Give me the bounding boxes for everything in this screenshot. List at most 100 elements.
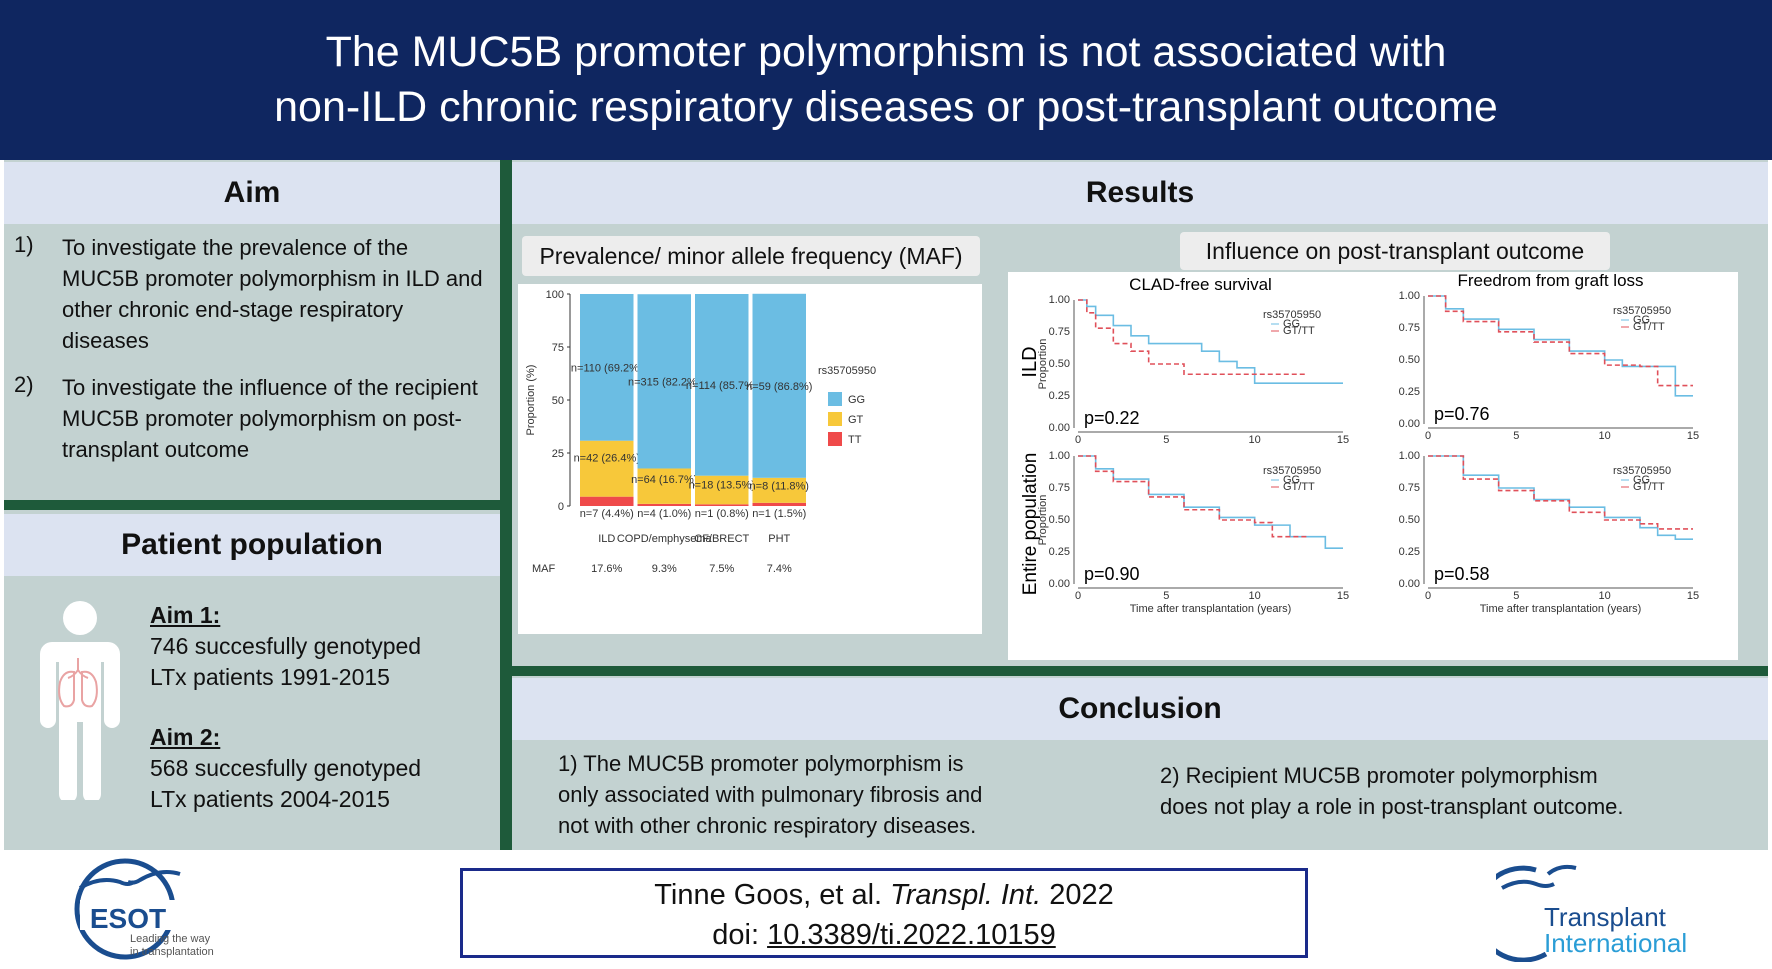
maf-value: 7.4%: [767, 563, 792, 575]
y-tick-label: 100: [546, 289, 564, 301]
km-title: CLAD-free survival: [1129, 275, 1272, 294]
km-x-tick-label: 10: [1249, 434, 1261, 446]
conclusion-line: 2) Recipient MUC5B promoter polymorphism: [1160, 763, 1598, 788]
doi-label: doi:: [712, 919, 768, 951]
bar-data-label: n=1 (0.8%): [695, 508, 749, 520]
km-y-tick-label: 0.75: [1399, 322, 1420, 334]
km-x-tick-label: 15: [1687, 590, 1699, 602]
bar-data-label: n=4 (1.0%): [637, 508, 691, 520]
section-divider: [512, 666, 1768, 676]
citation-line: Tinne Goos, et al. Transpl. Int. 2022: [463, 875, 1305, 915]
results-heading: Results: [512, 162, 1768, 224]
outcome-subtitle: Influence on post-transplant outcome: [1180, 232, 1610, 270]
km-x-tick-label: 0: [1075, 434, 1081, 446]
header-banner: The MUC5B promoter polymorphism is not a…: [0, 0, 1772, 160]
aim-item-number: 2): [14, 372, 34, 397]
aim-list: 1) To investigate the prevalence of the …: [4, 230, 494, 498]
transplant-international-logo: Transplant International: [1474, 858, 1726, 963]
population-aim2: Aim 2: 568 succesfully genotyped LTx pat…: [150, 722, 490, 815]
citation-authors: Tinne Goos, et al.: [654, 879, 891, 911]
x-tick-label: ILD: [598, 533, 615, 545]
bar-tt: [695, 504, 749, 506]
y-tick-label: 25: [552, 448, 564, 460]
km-curve-gttt: [1428, 455, 1693, 530]
legend-swatch: [828, 432, 842, 446]
bar-data-label: n=42 (26.4%): [574, 452, 640, 464]
row-label-ild: ILD: [1019, 346, 1041, 377]
conclusion-line: not with other chronic respiratory disea…: [558, 813, 977, 838]
km-legend-label: GT/TT: [1633, 481, 1665, 493]
aim1-label: Aim 1:: [150, 602, 221, 628]
km-x-tick-label: 10: [1599, 430, 1611, 442]
doi-link[interactable]: 10.3389/ti.2022.10159: [767, 919, 1056, 951]
bar-data-label: n=8 (11.8%): [750, 480, 809, 492]
km-x-tick-label: 5: [1513, 590, 1519, 602]
km-p-value: p=0.90: [1084, 564, 1140, 584]
bar-gt: [637, 468, 691, 504]
bar-tt: [637, 503, 691, 506]
km-curve-gg: [1428, 455, 1693, 540]
conclusion-heading: Conclusion: [512, 678, 1768, 740]
x-tick-label: CF/BRECT: [694, 533, 749, 545]
aim-item-text: To investigate the influence of the reci…: [62, 375, 478, 462]
aim-item-2: 2) To investigate the influence of the r…: [14, 372, 484, 465]
esot-logo: ESOT Leading the way in transplantation: [70, 854, 250, 964]
km-y-tick-label: 0.50: [1049, 358, 1070, 370]
maf-value: 17.6%: [591, 563, 622, 575]
ti-wordmark-1: Transplant: [1544, 902, 1667, 932]
person-lungs-icon: [30, 600, 130, 803]
esot-tagline: Leading the way: [130, 933, 211, 945]
km-y-tick-label: 0.25: [1049, 390, 1070, 402]
km-x-tick-label: 0: [1425, 590, 1431, 602]
km-y-tick-label: 0.50: [1399, 354, 1420, 366]
aim-heading: Aim: [4, 162, 500, 224]
km-x-axis-label: Time after transplantation (years): [1480, 603, 1642, 615]
km-p-value: p=0.22: [1084, 408, 1140, 428]
km-y-tick-label: 0.00: [1399, 418, 1420, 430]
bar-gg: [752, 293, 806, 478]
bar-data-label: n=64 (16.7%): [631, 474, 697, 486]
bar-gg: [637, 294, 691, 469]
y-tick-label: 0: [558, 501, 564, 513]
page-title: The MUC5B promoter polymorphism is not a…: [274, 25, 1498, 135]
x-tick-label: PHT: [768, 533, 790, 545]
ti-wordmark-2: International: [1544, 928, 1687, 958]
bar-data-label: n=18 (13.5%): [689, 479, 755, 491]
conclusion-line: only associated with pulmonary fibrosis …: [558, 782, 983, 807]
km-p-value: p=0.76: [1434, 404, 1490, 424]
km-plots: CLAD-free survival 0.00 0.25 0.50 0.75 1.00 0 5…: [1008, 271, 1738, 660]
aim-item-1: 1) To investigate the prevalence of the …: [14, 232, 484, 356]
legend-title: rs35705950: [818, 365, 876, 377]
km-legend-label: GG: [1633, 474, 1650, 486]
aim2-label: Aim 2:: [150, 724, 221, 750]
km-y-tick-label: 0.50: [1399, 514, 1420, 526]
km-legend-title: rs35705950: [1613, 305, 1671, 317]
bar-data-label: n=110 (69.2%): [571, 362, 643, 374]
aim-item-number: 1): [14, 232, 34, 257]
bar-gt: [695, 475, 749, 505]
aim2-line: 568 succesfully genotyped: [150, 755, 422, 781]
km-y-tick-label: 1.00: [1399, 450, 1420, 462]
km-curve-gttt: [1078, 455, 1308, 538]
km-y-tick-label: 0.75: [1049, 326, 1070, 338]
bar-data-label: n=315 (82.2%): [628, 376, 700, 388]
bar-data-label: n=7 (4.4%): [580, 508, 634, 520]
km-x-tick-label: 10: [1599, 590, 1611, 602]
km-x-tick-label: 5: [1163, 434, 1169, 446]
bar-data-label: n=114 (85.7%): [686, 380, 758, 392]
km-y-tick-label: 0.00: [1399, 578, 1420, 590]
km-y-tick-label: 0.00: [1049, 422, 1070, 434]
km-legend-title: rs35705950: [1263, 465, 1321, 477]
bar-tt: [752, 502, 806, 506]
bar-gt: [580, 440, 634, 497]
km-x-tick-label: 10: [1249, 590, 1261, 602]
aim2-line: LTx patients 2004-2015: [150, 786, 390, 812]
population-heading: Patient population: [4, 514, 500, 576]
km-x-tick-label: 15: [1687, 430, 1699, 442]
x-tick-label: COPD/emphysema: [617, 533, 713, 545]
km-title: Freedrom from graft loss: [1457, 272, 1643, 290]
maf-value: 7.5%: [709, 563, 734, 575]
km-legend-label: GG: [1633, 314, 1650, 326]
km-y-tick-label: 0.25: [1399, 386, 1420, 398]
